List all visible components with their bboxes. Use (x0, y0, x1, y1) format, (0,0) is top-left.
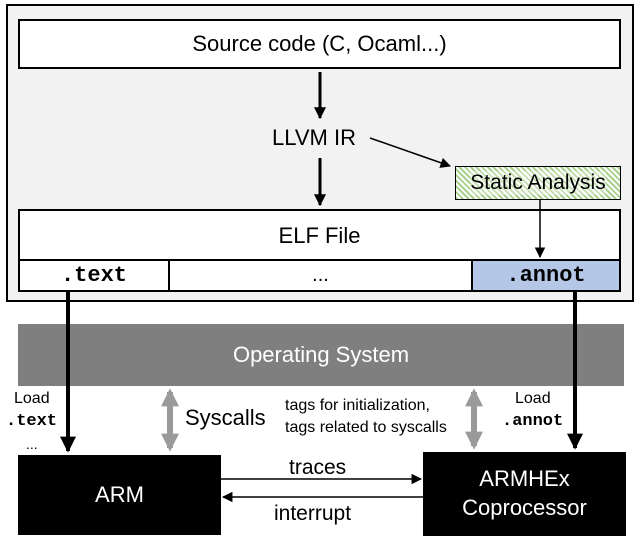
section-annot-cell: .annot (471, 259, 621, 292)
section-ellipsis-cell: ... (168, 259, 473, 292)
coprocessor-box: ARMHEx Coprocessor (423, 452, 626, 536)
load-annot-section: .annot (502, 412, 564, 431)
load-annot-label: Load (515, 390, 551, 407)
load-text-more: ... (26, 436, 38, 452)
static-analysis-box: Static Analysis (455, 166, 621, 200)
tags-line1: tags for initialization, (285, 397, 430, 414)
load-text-label: Load (14, 390, 50, 407)
interrupt-label: interrupt (274, 502, 352, 525)
arrow-llvm-to-static-analysis (369, 137, 451, 168)
operating-system-label: Operating System (232, 342, 410, 367)
arm-box: ARM (18, 455, 221, 535)
section-annot-label: .annot (506, 263, 586, 288)
source-code-box: Source code (C, Ocaml...) (18, 19, 621, 69)
section-ellipsis-label: ... (312, 264, 329, 286)
load-text-section: .text (6, 412, 58, 431)
section-text-cell: .text (18, 259, 170, 292)
static-analysis-label: Static Analysis (470, 171, 606, 195)
tags-line2: tags related to syscalls (285, 419, 447, 436)
source-code-label: Source code (C, Ocaml...) (192, 31, 447, 56)
traces-label: traces (289, 456, 347, 479)
elf-file-box: ELF File (18, 209, 621, 261)
operating-system-bar: Operating System (18, 324, 624, 386)
syscalls-label: Syscalls (185, 405, 266, 430)
elf-file-label: ELF File (278, 223, 361, 248)
llvm-ir-label: LLVM IR (272, 125, 356, 150)
coprocessor-label-line2: Coprocessor (462, 495, 587, 520)
coprocessor-label-line1: ARMHEx (479, 466, 570, 492)
arm-label: ARM (95, 482, 144, 507)
section-text-label: .text (60, 263, 127, 288)
